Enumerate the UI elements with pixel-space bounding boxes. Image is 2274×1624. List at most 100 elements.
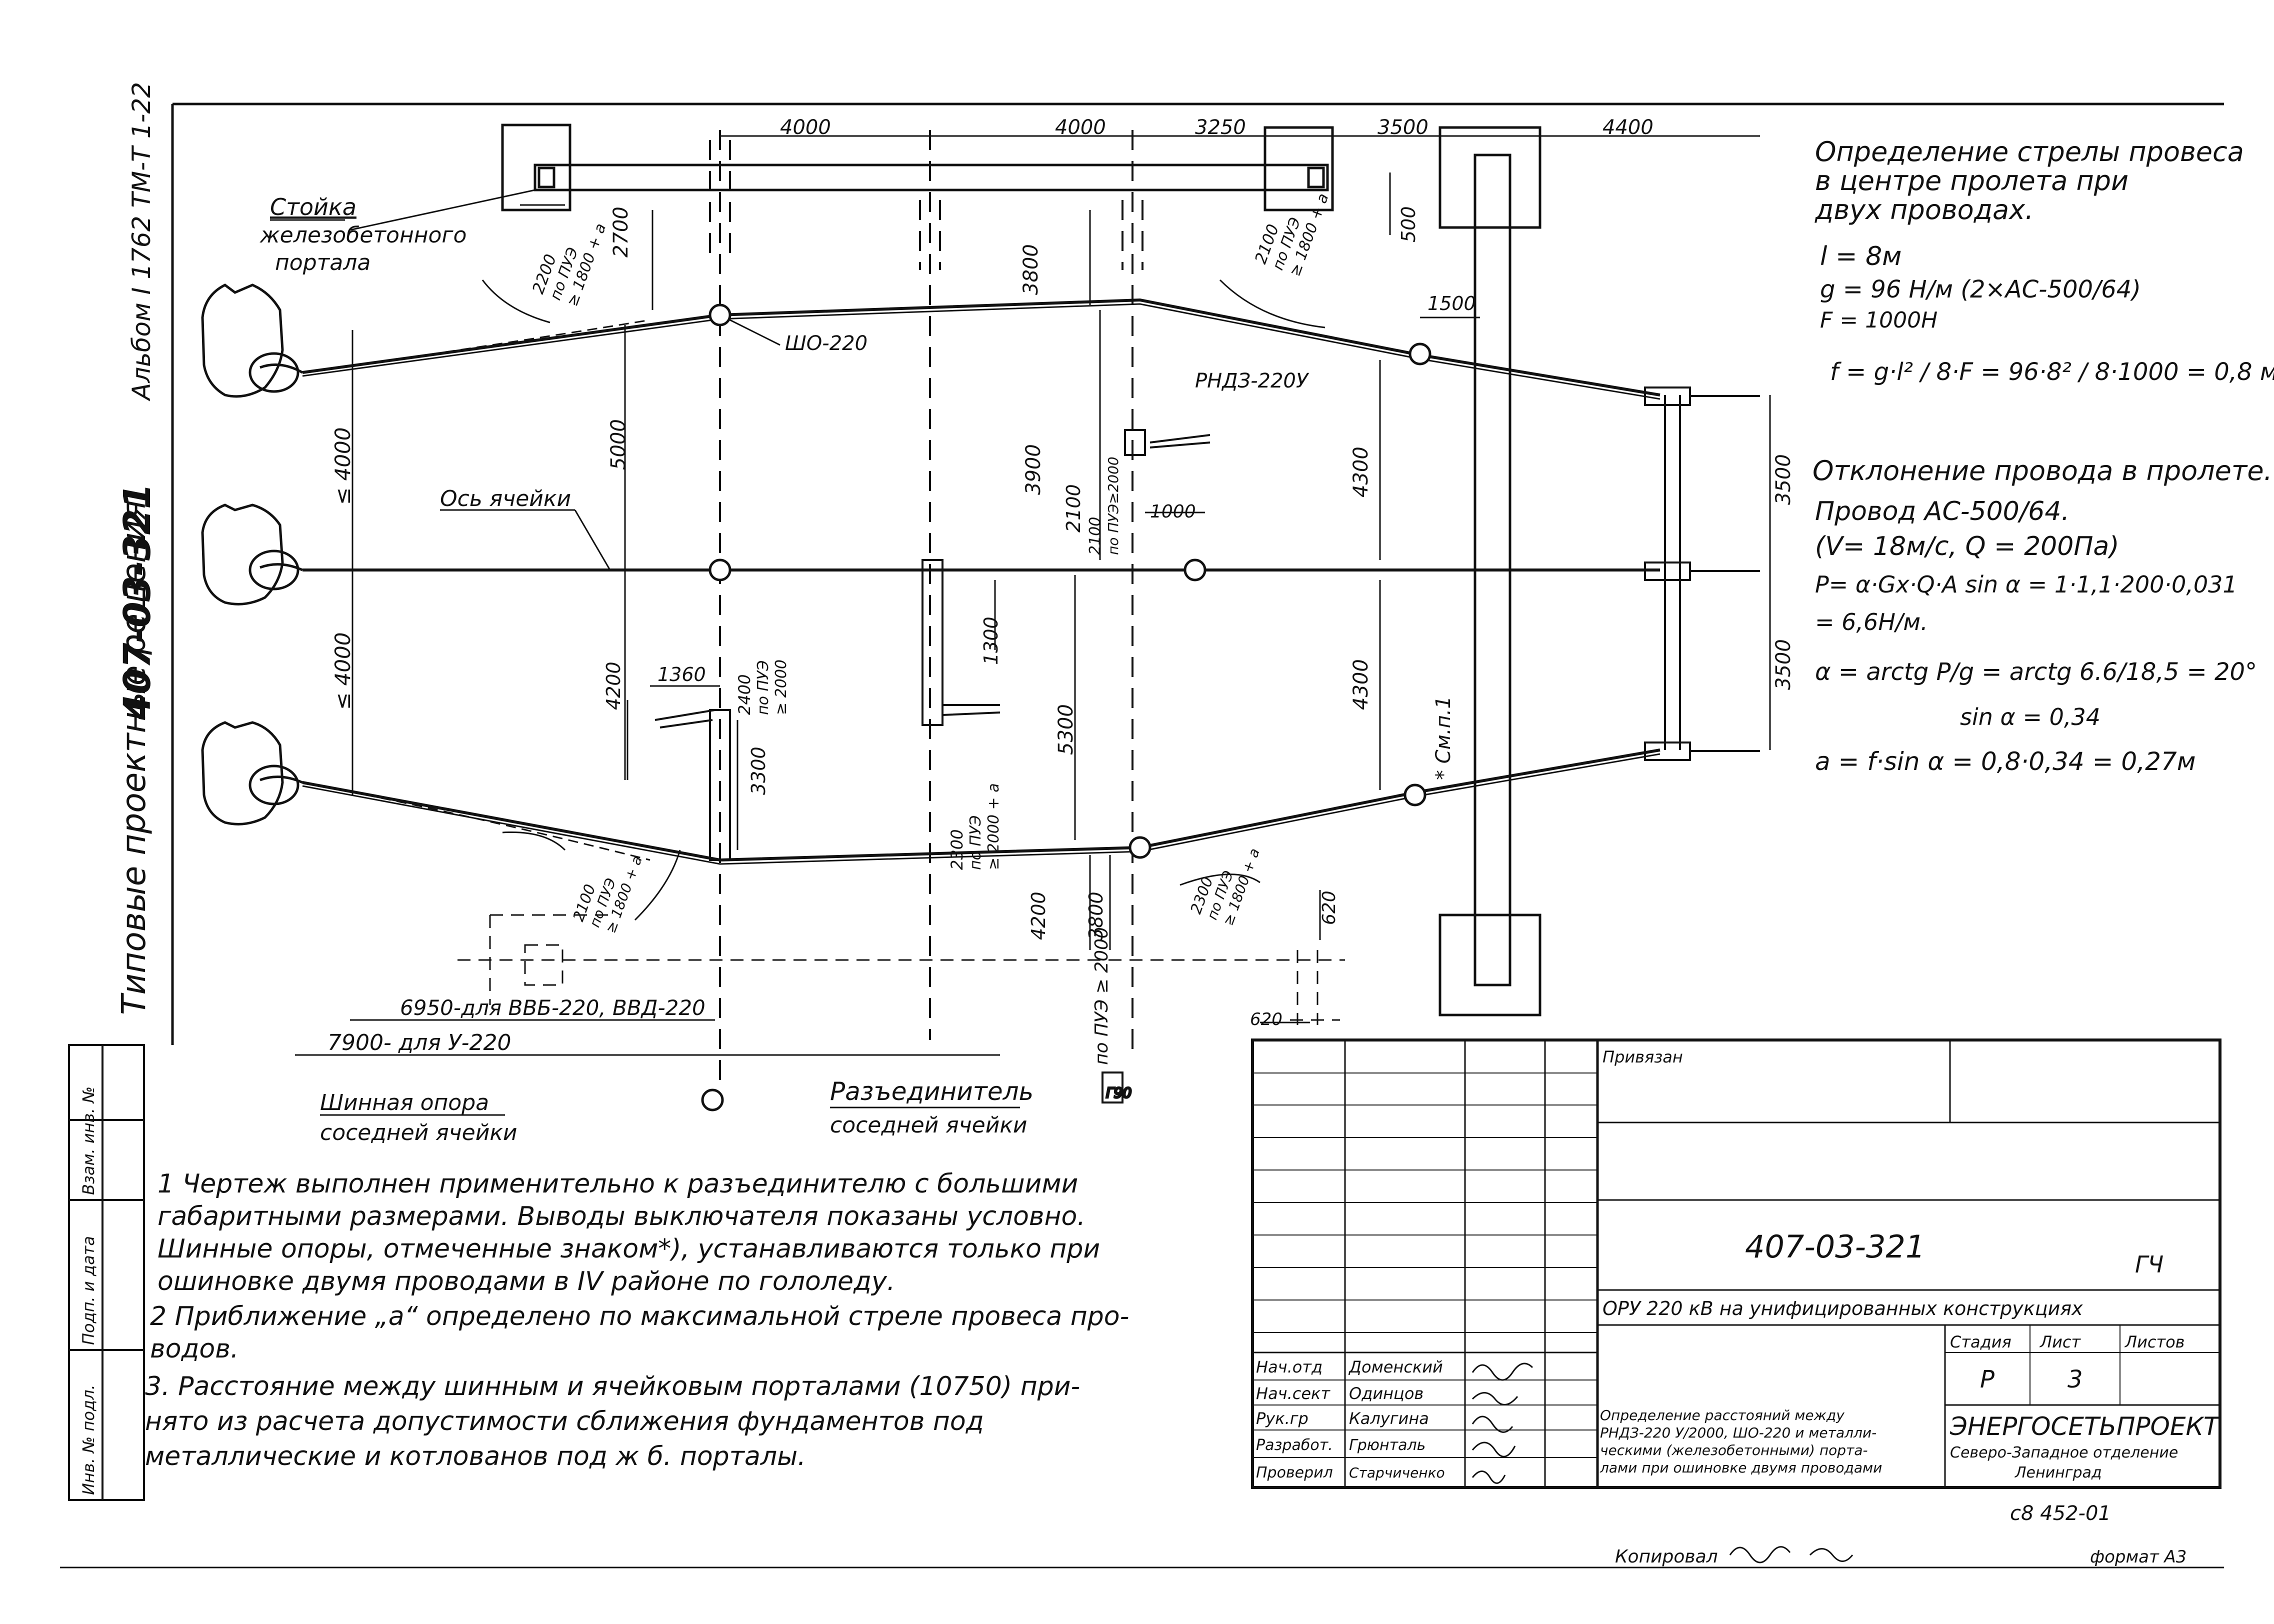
stamp-sheet-code: ГЧ — [2135, 1251, 2164, 1278]
dim-1000: 1000 — [1150, 502, 1196, 522]
label-disconnector-1: Разъединитель — [830, 1077, 1034, 1106]
title-block-text: Привязан 407-03-321 ГЧ ОРУ 220 кВ на уни… — [1256, 1048, 2220, 1525]
stamp-title: ОРУ 220 кВ на унифицированных конструкци… — [1602, 1298, 2083, 1320]
label-disconnector-2: соседней ячейки — [830, 1112, 1028, 1138]
svg-text:≥ 2000: ≥ 2000 — [772, 660, 790, 715]
label-stoika-1: Стойка — [270, 194, 356, 220]
marker-label: Г90 — [1106, 1084, 1132, 1101]
stamp-role-2: Нач.сект — [1256, 1384, 1330, 1403]
insulator-left-top — [201, 284, 304, 398]
calc-l: l = 8м — [1820, 242, 1902, 272]
title-block — [1251, 1038, 2222, 1489]
dim-top-5: 4400 — [1602, 116, 1654, 139]
stamp-doc-code: 407-03-321 — [1745, 1228, 1925, 1265]
strip-sign: Подп. и дата — [79, 1236, 98, 1345]
dim-6950: 6950-для ВВБ-220, ВВД-220 — [400, 996, 706, 1020]
stamp-header-sheet: Лист — [2040, 1332, 2081, 1352]
calc-p-2: = 6,6Н/м. — [1815, 608, 1928, 636]
approach-1: 2200 по ПУЭ ≥ 1800 + a — [528, 221, 610, 308]
dim-3300: 3300 — [748, 746, 770, 795]
calc-conditions: (V= 18м/с, Q = 200Па) — [1815, 532, 2120, 562]
project-number-vertical: 407-03-321 — [116, 484, 159, 720]
album-code: Альбом I 1762 ТМ-Т 1-22 — [127, 82, 156, 402]
note-line-8: нято из расчета допустимости сближения ф… — [145, 1406, 984, 1436]
approach-7: 2300 по ПУЭ ≥ 1800 + a — [1188, 846, 1263, 928]
dim-1300: 1300 — [980, 616, 1002, 665]
disconnector-details: Г90 — [654, 429, 1210, 1104]
dim-4300-a: 4300 — [1350, 446, 1372, 498]
dim-3800-b: 3800 — [1085, 892, 1107, 940]
stamp-desc-4: лами при ошиновке двумя проводами — [1600, 1460, 1882, 1476]
note-line-9: металлические и котлованов под ж б. порт… — [145, 1442, 806, 1472]
footer-copied: Копировал — [1615, 1546, 1718, 1567]
note-line-2: габаритными размерами. Выводы выключател… — [158, 1202, 1086, 1232]
series-title: Типовые проектные решения — [114, 500, 153, 1015]
stamp-name-4: Грюнталь — [1349, 1436, 1426, 1454]
calc-wire: Провод АС-500/64. — [1815, 496, 2070, 526]
approach-3: 2400 по ПУЭ ≥ 2000 — [735, 660, 790, 715]
dim-7900: 7900- для У-220 — [328, 1030, 512, 1056]
stamp-name-1: Доменский — [1348, 1358, 1443, 1376]
stamp-org: ЭНЕРГОСЕТЬПРОЕКТ — [1950, 1412, 2220, 1441]
dim-le4000-a: ≤ 4000 — [330, 428, 355, 505]
label-cell-axis: Ось ячейки — [440, 486, 571, 512]
neighbour-outline — [458, 914, 1345, 1025]
strip-swap: Взам. инв. № — [79, 1086, 98, 1195]
sag-calculation: Определение стрелы провеса в центре прол… — [1812, 136, 2274, 776]
dim-4200-b: 4200 — [1028, 892, 1050, 940]
label-see-note: * См.п.1 — [1432, 696, 1455, 780]
approach-2: 2100 по ПУЭ ≥ 1800 + a — [1251, 191, 1332, 278]
dimension-values: 4000 4000 3250 3500 4400 500 2700 3800 1… — [328, 116, 1795, 1056]
stamp-stage: Р — [1980, 1366, 1994, 1394]
svg-text:по ПУЭ≥2000: по ПУЭ≥2000 — [1105, 456, 1122, 555]
svg-text:2100: 2100 — [1086, 517, 1104, 555]
svg-text:по ПУЭ: по ПУЭ — [967, 816, 984, 870]
stamp-org-branch: Северо-Западное отделение — [1950, 1444, 2178, 1462]
conductor-phase-a — [302, 298, 1660, 400]
stamp-name-5: Старчиченко — [1349, 1464, 1445, 1481]
stamp-role-1: Нач.отд — [1256, 1358, 1322, 1376]
dim-5300: 5300 — [1054, 704, 1078, 755]
stamp-privyazan: Привязан — [1602, 1048, 1683, 1066]
calc-f: f = g·l² / 8·F = 96·8² / 8·1000 = 0,8 м — [1830, 358, 2274, 386]
dim-620-b: 620 — [1250, 1010, 1282, 1030]
bus-portal-insulators — [1644, 386, 1760, 761]
label-rndz: РНДЗ-220У — [1195, 370, 1310, 392]
footer-format: формат А3 — [2090, 1547, 2186, 1567]
dim-top-1: 4000 — [780, 116, 831, 139]
note-line-7: 3. Расстояние между шинным и ячейковым п… — [145, 1372, 1080, 1402]
dim-4300-b: 4300 — [1350, 659, 1372, 710]
notes: 1 Чертеж выполнен применительно к разъед… — [145, 1169, 1129, 1472]
calc-title-2: в центре пролета при — [1815, 165, 2128, 196]
dim-1500: 1500 — [1428, 292, 1476, 314]
calc-alpha: α = arctg P/g = arctg 6.6/18,5 = 20° — [1815, 658, 2257, 686]
svg-text:2300: 2300 — [948, 830, 966, 870]
dim-500: 500 — [1398, 206, 1420, 242]
bus-support-nodes — [701, 304, 1432, 1112]
component-labels: Стойка железобетонного портала ШО-220 РН… — [260, 194, 1455, 1146]
stamp-role-4: Разработ. — [1256, 1436, 1333, 1454]
calc-g: g = 96 Н/м (2×АС-500/64) — [1820, 276, 2141, 304]
stamp-desc-1: Определение расстояний между — [1600, 1407, 1844, 1424]
footer-signature — [1729, 1546, 1854, 1564]
calc-a: a = f·sin α = 0,8·0,34 = 0,27м — [1815, 747, 2196, 776]
dim-620-a: 620 — [1319, 890, 1340, 925]
footer: Копировал формат А3 — [1615, 1546, 2186, 1567]
label-bus-support-1: Шинная опора — [320, 1090, 489, 1116]
dim-2700: 2700 — [610, 206, 632, 258]
note-line-5: 2 Приближение „a“ определено по максимал… — [150, 1302, 1129, 1332]
label-stoika-3: портала — [275, 250, 370, 276]
calc-sin: sin α = 0,34 — [1960, 704, 2100, 730]
calc-deviation-title: Отклонение провода в пролете. — [1812, 455, 2272, 486]
stamp-org-city: Ленинград — [2014, 1464, 2102, 1482]
approach-8: по ПУЭ ≥ 2000 — [1092, 927, 1112, 1065]
stamp-header-stage: Стадия — [1950, 1332, 2012, 1352]
approach-6: 2100 по ПУЭ ≥ 1800 + a — [570, 854, 646, 936]
stamp-desc-3: ческими (железобетонными) порта- — [1600, 1442, 1868, 1458]
stamp-sheet: 3 — [2068, 1366, 2083, 1394]
stamp-number: c8 452-01 — [2010, 1502, 2111, 1525]
label-sho220: ШО-220 — [785, 332, 868, 355]
note-line-3: Шинные опоры, отмеченные знаком*), устан… — [158, 1234, 1100, 1264]
note-line-1: 1 Чертеж выполнен применительно к разъед… — [158, 1169, 1078, 1199]
calc-title-1: Определение стрелы провеса — [1815, 136, 2244, 168]
